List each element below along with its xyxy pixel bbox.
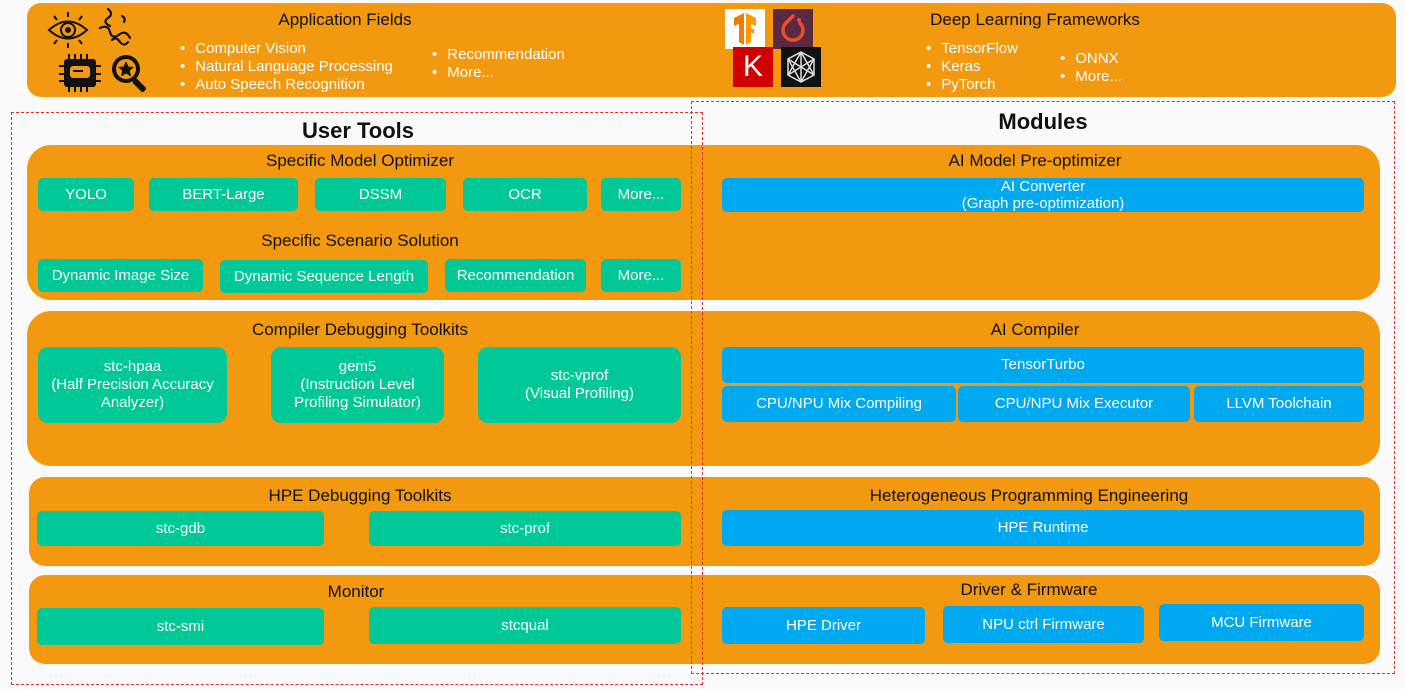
list-item: Computer Vision	[180, 40, 393, 58]
tool-desc: (Half Precision Accuracy	[51, 376, 214, 393]
keras-letter: K	[742, 50, 763, 83]
driver-firmware-title: Driver & Firmware	[960, 580, 1098, 599]
tool-stc-hpaa: stc-hpaa (Half Precision Accuracy Analyz…	[38, 347, 227, 423]
list-item: Keras	[926, 58, 1018, 76]
user-tools-group-outline	[11, 112, 703, 685]
tool-name: gem5	[338, 358, 377, 375]
scenario-dynamic-image-size: Dynamic Image Size	[38, 259, 203, 292]
tool-stc-gdb: stc-gdb	[37, 511, 324, 546]
list-item: TensorFlow	[926, 40, 1018, 58]
list-item: Auto Speech Recognition	[180, 76, 393, 94]
onnx-logo-icon	[781, 47, 821, 87]
list-item: More...	[1060, 68, 1122, 86]
list-item: PyTorch	[926, 76, 1018, 94]
ai-converter: AI Converter (Graph pre-optimization)	[722, 178, 1364, 212]
model-ocr: OCR	[463, 178, 587, 211]
list-item: Recommendation	[432, 46, 565, 64]
tool-stc-prof: stc-prof	[369, 511, 681, 546]
frameworks-list-2: ONNX More...	[1060, 50, 1122, 86]
scenario-recommendation: Recommendation	[445, 259, 586, 292]
tool-desc: (Instruction Level	[300, 376, 415, 393]
model-bert-large: BERT-Large	[149, 178, 298, 211]
tensorturbo: TensorTurbo	[722, 347, 1364, 383]
pytorch-logo-icon	[773, 9, 813, 49]
list-item: ONNX	[1060, 50, 1122, 68]
ai-converter-label: AI Converter	[1000, 178, 1086, 195]
user-tools-heading: User Tools	[301, 118, 415, 143]
mcu-firmware: MCU Firmware	[1159, 604, 1364, 641]
tool-desc: Profiling Simulator)	[294, 394, 421, 411]
model-dssm: DSSM	[315, 178, 446, 211]
keras-logo-icon: K	[733, 47, 773, 87]
hpe-debugging-toolkits-title: HPE Debugging Toolkits	[268, 486, 452, 505]
hpe-runtime: HPE Runtime	[722, 510, 1364, 546]
chip-chat-icon	[59, 54, 101, 92]
tool-stc-vprof: stc-vprof (Visual Profiling)	[478, 347, 681, 423]
llvm-toolchain: LLVM Toolchain	[1194, 386, 1364, 422]
cpu-npu-mix-compiling: CPU/NPU Mix Compiling	[722, 386, 956, 422]
model-more: More...	[601, 178, 681, 211]
ai-model-pre-optimizer-title: AI Model Pre-optimizer	[948, 151, 1122, 170]
hpe-driver: HPE Driver	[722, 607, 925, 644]
list-item: More...	[432, 64, 565, 82]
tool-stc-smi: stc-smi	[37, 608, 324, 645]
tool-gem5: gem5 (Instruction Level Profiling Simula…	[271, 347, 444, 423]
monitor-title: Monitor	[327, 582, 385, 601]
scribble-icon	[98, 7, 132, 46]
ai-compiler-title: AI Compiler	[990, 320, 1080, 339]
tool-name: stc-vprof	[550, 367, 609, 384]
star-search-icon	[112, 55, 146, 92]
tool-desc: Analyzer)	[100, 394, 165, 411]
tool-stcqual: stcqual	[369, 607, 681, 644]
model-yolo: YOLO	[38, 178, 134, 211]
specific-scenario-solution-title: Specific Scenario Solution	[261, 231, 459, 250]
application-fields-list-2: Recommendation More...	[432, 46, 565, 82]
frameworks-list-1: TensorFlow Keras PyTorch	[926, 40, 1018, 94]
application-fields-list-1: Computer Vision Natural Language Process…	[180, 40, 393, 94]
compiler-debugging-toolkits-title: Compiler Debugging Toolkits	[251, 320, 469, 339]
modules-group-outline	[691, 101, 1395, 674]
cpu-npu-mix-executor: CPU/NPU Mix Executor	[958, 386, 1190, 422]
specific-model-optimizer-title: Specific Model Optimizer	[265, 151, 454, 170]
scenario-more: More...	[601, 259, 681, 292]
application-fields-title: Application Fields	[278, 10, 412, 29]
tool-desc: (Visual Profiling)	[525, 385, 634, 402]
tool-name: stc-hpaa	[103, 358, 162, 375]
heterogeneous-programming-engineering-title: Heterogeneous Programming Engineering	[869, 486, 1189, 505]
npu-ctrl-firmware: NPU ctrl Firmware	[943, 606, 1144, 643]
list-item: Natural Language Processing	[180, 58, 393, 76]
deep-learning-frameworks-title: Deep Learning Frameworks	[930, 10, 1140, 29]
ai-converter-sublabel: (Graph pre-optimization)	[961, 195, 1125, 212]
modules-heading: Modules	[998, 109, 1088, 134]
tensorflow-logo-icon	[725, 9, 765, 49]
scenario-dynamic-sequence-length: Dynamic Sequence Length	[220, 260, 428, 293]
eye-chip-icon	[47, 12, 89, 48]
